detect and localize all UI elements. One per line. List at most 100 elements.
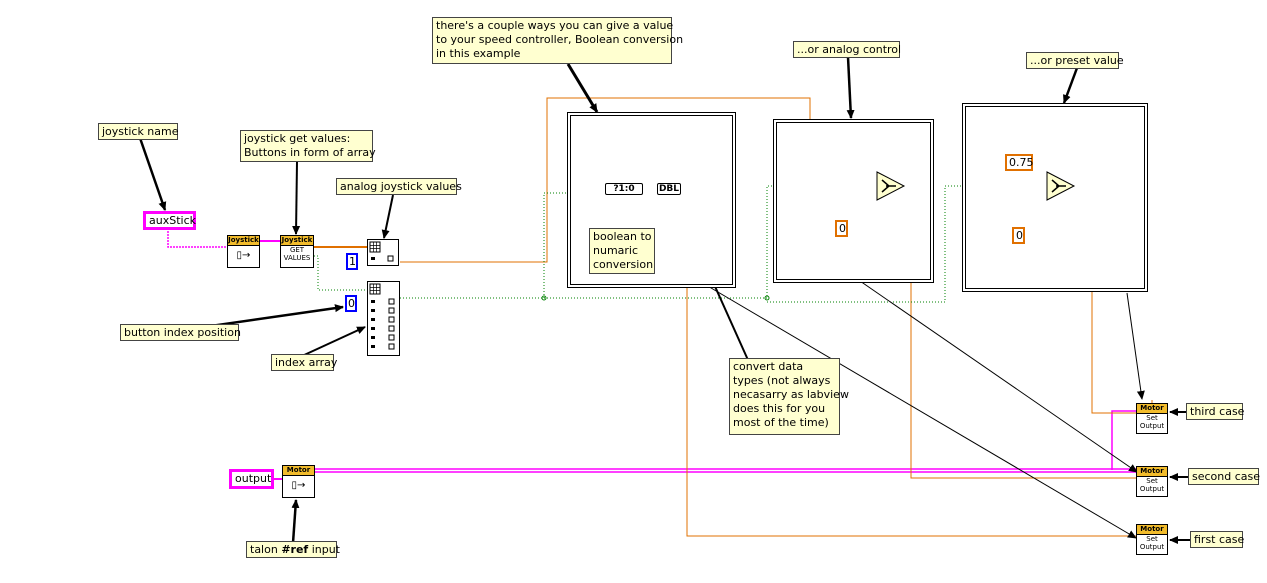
note-text: necasarry as labview [733,388,849,401]
constant-text: 1 [349,255,356,268]
constant-text: 0.75 [1009,156,1034,169]
vi-header: Motor [1137,404,1167,414]
node-label: DBL [658,184,680,194]
vi-label: Output [1139,543,1165,551]
select-node-analog[interactable] [876,171,906,201]
motor-open-vi[interactable]: Motor ▯→ [282,465,315,498]
refnum-icon: ▯→ [236,250,251,261]
vi-label: GET [289,246,305,254]
refnum-icon: ▯→ [291,480,306,491]
talon-ref-input-note: talon #ref input [246,541,340,558]
axis-index-constant[interactable]: 1 [346,253,358,270]
arrow-speed-info [566,63,599,113]
vi-label: Output [1139,485,1165,493]
second-case-frame[interactable] [773,119,934,283]
note-text: ...or preset value [1030,54,1124,67]
note-text: talon [250,543,282,556]
note-text: boolean to [593,230,652,243]
motor-refnum-branch[interactable] [1111,410,1136,470]
preset-zero-constant[interactable]: 0 [1012,227,1025,244]
vi-label: Output [1139,422,1165,430]
note-text: input [308,543,340,556]
node-label: ?1:0 [613,184,635,194]
note-text: ...or analog control [797,43,902,56]
analog-joystick-values-note: analog joystick values [336,178,462,195]
note-text: Buttons in form of array [244,146,376,159]
first-case-note: first case [1190,531,1245,548]
note-text: joystick name [102,125,179,138]
vi-header: Joystick [228,236,259,246]
aux-stick-constant[interactable]: auxStick [143,211,196,230]
index-array-icon [369,241,394,262]
joystick-get-values-note: joystick get values: Buttons in form of … [240,130,376,162]
button-index-constant[interactable]: 0 [345,295,357,312]
note-text: convert data [733,360,804,373]
note-text: index array [275,356,338,369]
index-array-buttons-node[interactable] [367,281,400,356]
note-text: types (not always [733,374,831,387]
button-index-position-note: button index position [120,324,241,341]
arrow-case2-to-motor [859,280,1138,473]
speed-controller-info-note: there's a couple ways you can give a val… [432,17,684,64]
analog-zero-constant[interactable]: 0 [835,220,848,237]
note-text: analog joystick values [340,180,462,193]
joystick-get-values-vi[interactable]: Joystick GET VALUES [280,235,314,268]
note-text: to your speed controller, Boolean conver… [436,33,684,46]
motor-set-output-second-case[interactable]: Motor Set Output [1136,466,1168,497]
boolean-wire-junction [764,295,770,301]
note-text-bold: #ref [281,543,309,556]
note-text: conversion [593,258,654,271]
note-text: does this for you [733,402,826,415]
vi-header: Joystick [281,236,313,246]
preset-value-constant[interactable]: 0.75 [1005,154,1034,171]
second-case-note: second case [1188,468,1261,485]
constant-text: 0 [348,297,355,310]
auxstick-refnum-wire[interactable] [167,228,228,248]
note-text: numaric [593,244,639,257]
constant-text: output [235,472,272,485]
to-double-node[interactable]: DBL [657,183,681,195]
motor-set-output-third-case[interactable]: Motor Set Output [1136,403,1168,434]
boolean-wire-junction [541,295,547,301]
boolean-to-number-node[interactable]: ?1:0 [605,183,643,195]
arrow-joystick-name [138,137,167,211]
vi-label: Set [1146,477,1158,485]
vi-header: Motor [283,466,314,476]
note-text: there's a couple ways you can give a val… [436,19,674,32]
index-array-note: index array [271,354,338,371]
constant-text: 0 [839,222,846,235]
joystick-name-note: joystick name [98,123,179,140]
preset-value-note: ...or preset value [1026,52,1124,69]
motor-set-output-first-case[interactable]: Motor Set Output [1136,524,1168,555]
index-array-icon [369,283,395,350]
index-array-axes-node[interactable] [367,239,399,266]
joystick-open-vi[interactable]: Joystick ▯→ [227,235,260,268]
convert-data-types-note: convert data types (not always necasarry… [729,358,849,435]
select-node-preset[interactable] [1046,171,1076,201]
buttons-array-wire[interactable] [314,255,368,291]
note-text: second case [1192,470,1261,483]
vi-label: VALUES [283,254,311,262]
note-text: joystick get values: [244,132,351,145]
arrow-analog-values [381,194,394,239]
constant-text: auxStick [149,214,196,227]
arrow-case3-to-motor [1126,292,1145,400]
vi-label: Set [1146,535,1158,543]
arrow-analog-control [846,56,855,119]
constant-text: 0 [1016,229,1023,242]
note-text: button index position [124,326,241,339]
note-text: in this example [436,47,521,60]
vi-header: Motor [1137,525,1167,535]
arrow-get-values [292,161,301,235]
arrow-preset-value [1062,67,1079,104]
arrow-index-array [301,326,366,357]
vi-header: Motor [1137,467,1167,477]
analog-control-note: ...or analog control [793,41,902,58]
third-case-frame[interactable] [962,103,1148,292]
third-case-note: third case [1186,403,1245,420]
vi-label: Set [1146,414,1158,422]
output-constant[interactable]: output [229,469,274,489]
note-text: first case [1194,533,1245,546]
motor-refnum-bus[interactable] [315,468,1136,473]
note-text: third case [1190,405,1245,418]
